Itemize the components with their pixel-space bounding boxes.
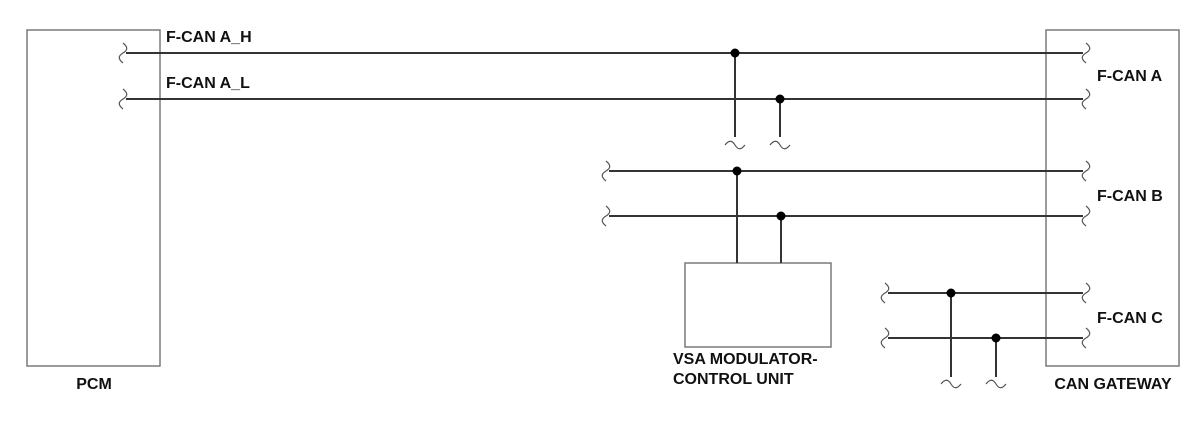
- connector-bracket-icon: [1081, 160, 1091, 182]
- pcm-box: [26, 29, 161, 367]
- label-fcan-a-h: F-CAN A_H: [166, 29, 252, 46]
- connector-bracket-icon: [118, 42, 128, 64]
- junction-node: [732, 166, 742, 176]
- connector-bracket-icon: [118, 88, 128, 110]
- junction-node: [775, 94, 785, 104]
- label-fcan-b: F-CAN B: [1097, 188, 1163, 205]
- connector-bracket-icon: [880, 282, 890, 304]
- junction-node: [730, 48, 740, 58]
- can-gateway-box: [1045, 29, 1180, 367]
- connector-bracket-icon: [1081, 205, 1091, 227]
- connector-bracket-icon: [601, 160, 611, 182]
- junction-node: [776, 211, 786, 221]
- label-pcm: PCM: [76, 376, 112, 393]
- wire-break-icon: [940, 379, 962, 389]
- wire-break-icon: [724, 140, 746, 150]
- wire-break-icon: [769, 140, 791, 150]
- junction-node: [991, 333, 1001, 343]
- label-fcan-c: F-CAN C: [1097, 310, 1163, 327]
- label-vsa-line2: CONTROL UNIT: [673, 371, 794, 388]
- connector-bracket-icon: [1081, 42, 1091, 64]
- connector-bracket-icon: [880, 327, 890, 349]
- label-vsa-line1: VSA MODULATOR-: [673, 351, 818, 368]
- connector-bracket-icon: [1081, 88, 1091, 110]
- wire-break-icon: [985, 379, 1007, 389]
- connector-bracket-icon: [601, 205, 611, 227]
- label-fcan-a-l: F-CAN A_L: [166, 75, 250, 92]
- vsa-modulator-box: [684, 262, 832, 348]
- connector-bracket-icon: [1081, 282, 1091, 304]
- label-fcan-a: F-CAN A: [1097, 68, 1163, 85]
- connector-bracket-icon: [1081, 327, 1091, 349]
- junction-node: [946, 288, 956, 298]
- label-can-gateway: CAN GATEWAY: [1054, 376, 1172, 393]
